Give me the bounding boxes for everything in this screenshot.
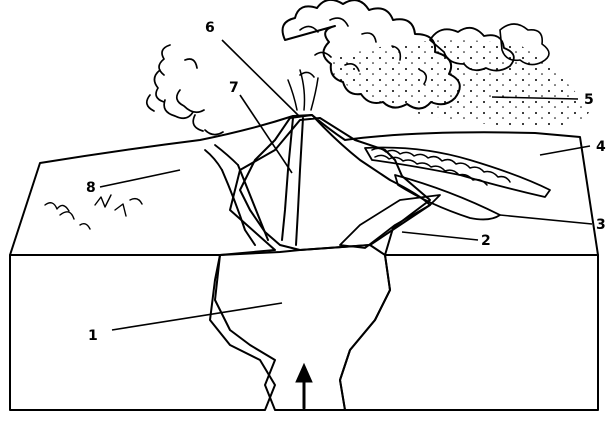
steam-plume — [147, 45, 223, 135]
rock-strata-right — [340, 255, 598, 410]
label-ash-layer: 8 — [86, 180, 96, 196]
label-parasitic-vent: 7 — [229, 80, 239, 96]
label-dike: 2 — [481, 233, 491, 249]
label-ash-cloud: 5 — [584, 92, 594, 108]
rock-strata-left — [10, 255, 275, 410]
label-magma-chamber: 1 — [88, 328, 98, 344]
label-main-vent: 6 — [205, 20, 215, 36]
label-sill: 3 — [596, 217, 606, 233]
ash-layer-surface — [10, 115, 598, 255]
magma-rise-arrow — [296, 364, 312, 408]
lava-flow — [365, 148, 550, 198]
ash-cloud — [283, 0, 590, 128]
ash-layer-scribbles — [45, 195, 142, 229]
label-lava-flow: 4 — [596, 139, 606, 155]
